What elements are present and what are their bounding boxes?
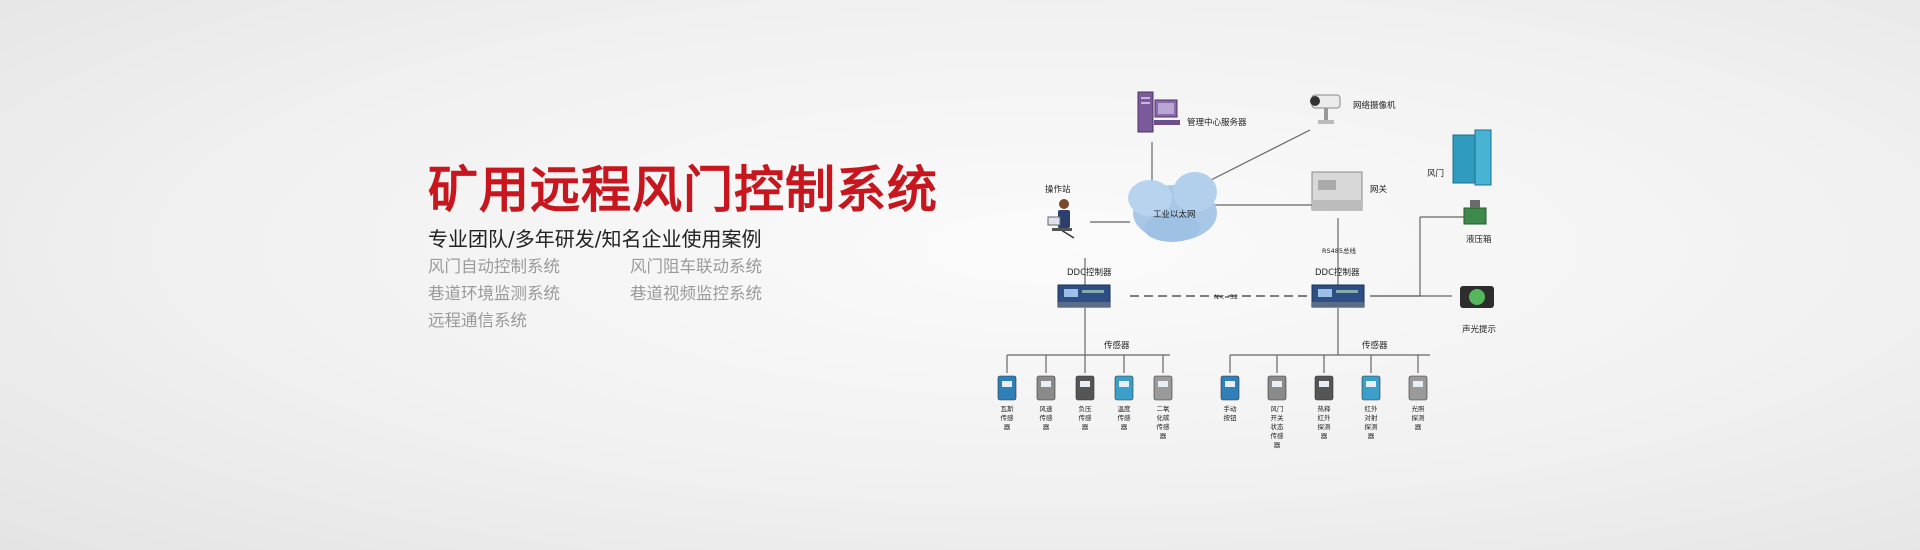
workstation-label: 操作站 xyxy=(1045,184,1071,195)
pressure-sensor-icon xyxy=(1075,375,1095,401)
sensor-label-left-0: 瓦斯 xyxy=(1001,404,1015,413)
sensor-label-left-4: 传感 xyxy=(1157,422,1171,431)
gateway-label: 网关 xyxy=(1370,184,1388,195)
camera-icon xyxy=(1310,94,1341,124)
sensor-label-right-4: 探测 xyxy=(1412,413,1426,422)
sensor-label-right-1: 开关 xyxy=(1271,413,1285,422)
wind-speed-sensor-icon xyxy=(1036,375,1056,401)
subtitle: 专业团队/多年研发/知名企业使用案例 xyxy=(428,227,762,251)
alarm-label: 声光提示 xyxy=(1462,324,1496,335)
feature-item: 巷道环境监测系统 xyxy=(428,284,560,303)
sensor-drops-left xyxy=(1006,355,1164,373)
co2-sensor-icon xyxy=(1153,375,1173,401)
temperature-sensor-icon xyxy=(1114,375,1134,401)
connection-lines xyxy=(1007,129,1480,356)
feature-list: 风门自动控制系统 风门阻车联动系统 巷道环境监测系统 巷道视频监控系统 远程通信… xyxy=(428,257,828,330)
workstation-icon xyxy=(1047,199,1075,239)
hydraulic-box-icon xyxy=(1463,200,1487,225)
ddc-controller-left-icon xyxy=(1057,284,1111,308)
feature-item: 风门自动控制系统 xyxy=(428,257,560,276)
sensor-label-left-2: 器 xyxy=(1082,423,1089,431)
sensor-label-right-3: 对射 xyxy=(1365,413,1379,422)
sensor-label-left-0: 器 xyxy=(1004,423,1011,431)
sensor-label-right-2: 探测 xyxy=(1318,422,1332,431)
sensor-label-right-4: 器 xyxy=(1415,423,1422,431)
system-diagram-svg: 管理中心服务器 网络摄像机 操作站 xyxy=(997,91,1496,449)
sensor-label-right-4: 光照 xyxy=(1412,404,1426,413)
sensor-label-right-3: 红外 xyxy=(1365,404,1379,413)
sensor-label-left-1: 风速 xyxy=(1040,405,1054,413)
sensor-label-right-3: 器 xyxy=(1368,432,1375,440)
server-label: 管理中心服务器 xyxy=(1187,117,1247,128)
cloud-label: 工业以太网 xyxy=(1153,209,1196,220)
door-label: 风门 xyxy=(1427,168,1444,179)
system-diagram: 管理中心服务器 网络摄像机 操作站 xyxy=(990,80,1530,470)
manual-button-icon xyxy=(1220,375,1240,401)
sensor-label-right-1: 器 xyxy=(1274,441,1281,449)
bus-label: RS485总线 xyxy=(1322,246,1357,255)
sensor-label-right-1: 状态 xyxy=(1271,422,1285,431)
feature-item: 远程通信系统 xyxy=(428,311,527,330)
sensor-label-left-3: 器 xyxy=(1121,423,1128,431)
sensor-label-right-2: 红外 xyxy=(1318,413,1332,422)
gas-sensor-icon xyxy=(997,375,1017,401)
light-detector-icon xyxy=(1408,375,1428,401)
sensors-right-title: 传感器 xyxy=(1362,340,1388,351)
door-icon xyxy=(1452,129,1492,186)
server-icon xyxy=(1137,91,1180,133)
sensor-label-left-1: 传感 xyxy=(1040,413,1054,422)
hydraulic-label: 液压箱 xyxy=(1466,234,1492,245)
sensor-label-right-1: 传感 xyxy=(1271,431,1285,440)
controller-right-label: DDC控制器 xyxy=(1315,267,1360,278)
sensor-label-left-3: 温度 xyxy=(1118,404,1132,413)
sensor-label-left-0: 传感 xyxy=(1001,413,1015,422)
sensor-drops-right xyxy=(1229,355,1419,373)
sensor-label-left-4: 二氧 xyxy=(1157,404,1171,413)
sensor-label-left-2: 负压 xyxy=(1079,404,1093,413)
feature-item: 风门阻车联动系统 xyxy=(630,257,762,276)
sensor-label-right-1: 风门 xyxy=(1271,404,1284,413)
sensor-label-left-1: 器 xyxy=(1043,423,1050,431)
headline: 矿用远程风门控制系统 xyxy=(428,161,938,219)
sensors-left-title: 传感器 xyxy=(1104,340,1130,351)
pyro-infrared-detector-icon xyxy=(1314,375,1334,401)
sensor-label-right-2: 器 xyxy=(1321,432,1328,440)
sensor-label-right-0: 按钮 xyxy=(1224,413,1238,422)
alarm-light-icon xyxy=(1460,286,1494,308)
link-label: N<=32 xyxy=(1214,293,1238,301)
sensor-label-left-3: 传感 xyxy=(1118,413,1132,422)
cloud-icon xyxy=(1128,172,1217,242)
sensor-label-left-4: 器 xyxy=(1160,432,1167,440)
sensor-label-right-2: 热释 xyxy=(1318,404,1332,413)
ddc-controller-right-icon xyxy=(1311,284,1365,308)
sensor-label-left-4: 化碳 xyxy=(1157,413,1171,422)
gateway-icon xyxy=(1311,171,1363,211)
sensor-label-right-3: 探测 xyxy=(1365,422,1379,431)
infrared-beam-detector-icon xyxy=(1361,375,1381,401)
camera-label: 网络摄像机 xyxy=(1353,100,1396,111)
sensor-label-left-2: 传感 xyxy=(1079,413,1093,422)
controller-left-label: DDC控制器 xyxy=(1067,267,1112,278)
feature-item: 巷道视频监控系统 xyxy=(630,284,762,303)
sensor-label-right-0: 手动 xyxy=(1224,404,1238,413)
door-status-sensor-icon xyxy=(1267,375,1287,401)
